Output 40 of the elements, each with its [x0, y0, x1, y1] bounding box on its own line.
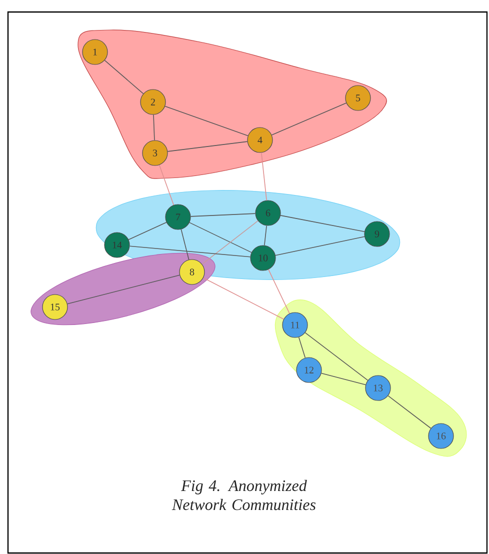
- edge-line: [128, 222, 167, 240]
- edge-line: [190, 213, 256, 217]
- edge-line: [304, 332, 368, 381]
- network-node: 13: [365, 375, 391, 401]
- network-node: 14: [104, 232, 130, 258]
- edge-line: [67, 274, 180, 304]
- edge-line: [320, 372, 366, 386]
- network-node: 6: [255, 200, 281, 226]
- edge-line: [202, 277, 284, 320]
- edge-line: [167, 141, 248, 152]
- network-node: 1: [82, 39, 108, 65]
- edge-line: [129, 246, 251, 258]
- network-node: 7: [165, 204, 191, 230]
- edge-line: [189, 222, 252, 253]
- edge-line: [164, 106, 248, 136]
- edge-line: [264, 225, 267, 246]
- edge-line: [180, 229, 190, 260]
- network-node: 5: [345, 85, 371, 111]
- network-node: 2: [140, 89, 166, 115]
- network-node: 8: [179, 259, 205, 285]
- edge-line: [104, 60, 144, 94]
- network-node: 11: [282, 312, 308, 338]
- edge-line: [153, 114, 155, 141]
- network-node: 16: [428, 423, 454, 449]
- network-node: 9: [364, 221, 390, 247]
- network-node: 12: [296, 357, 322, 383]
- network-node: 10: [250, 245, 276, 271]
- edge-line: [275, 236, 365, 256]
- network-node: 3: [142, 140, 168, 166]
- edge-line: [158, 164, 174, 206]
- edge-line: [388, 395, 432, 429]
- network-node: 4: [247, 127, 273, 153]
- edge-line: [202, 220, 258, 265]
- network-node: 15: [42, 294, 68, 320]
- edge-line: [298, 336, 306, 358]
- edge-line: [280, 215, 365, 232]
- edge-line: [271, 102, 347, 136]
- edge-line: [268, 269, 290, 314]
- edge-line: [261, 152, 267, 201]
- caption: Fig 4. Anonymized Network Communities: [172, 480, 316, 510]
